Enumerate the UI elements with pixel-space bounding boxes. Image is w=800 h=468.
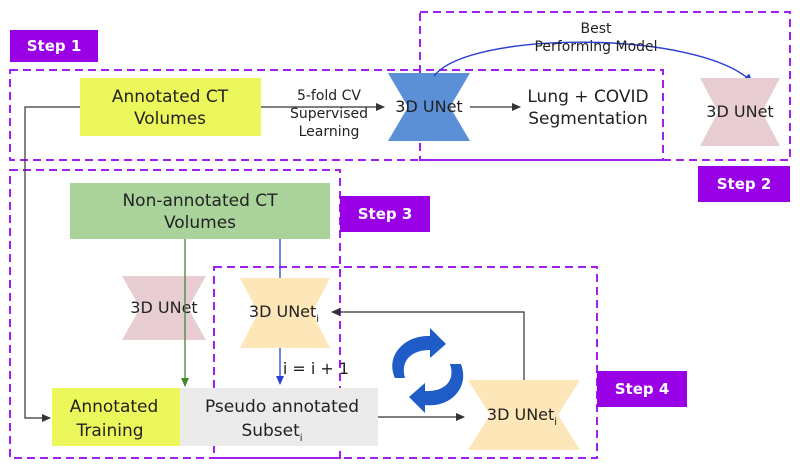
best-model-label: Best Performing Model: [534, 21, 657, 55]
svg-text:Step 4: Step 4: [615, 380, 670, 398]
svg-text:Step 1: Step 1: [27, 37, 82, 55]
svg-text:Learning: Learning: [299, 124, 360, 140]
svg-text:Volumes: Volumes: [164, 213, 236, 233]
training-edge-label: 5-fold CV Supervised Learning: [290, 88, 368, 140]
svg-text:Supervised: Supervised: [290, 106, 368, 122]
step2-badge: Step 2: [698, 166, 790, 202]
svg-text:Volumes: Volumes: [134, 109, 206, 129]
step3-badge: Step 3: [340, 196, 430, 232]
unet-i-bottom-shape: 3D UNeti: [468, 380, 580, 450]
lung-covid-segmentation-label: Lung + COVID Segmentation: [527, 87, 648, 129]
svg-text:Step 2: Step 2: [717, 175, 772, 193]
svg-text:3D UNet: 3D UNet: [395, 97, 462, 116]
svg-text:3D UNeti: 3D UNeti: [487, 405, 557, 428]
svg-text:Best: Best: [580, 21, 612, 37]
svg-text:Pseudo annotated: Pseudo annotated: [205, 397, 359, 417]
svg-text:3D UNet: 3D UNet: [130, 298, 197, 317]
non-annotated-ct-volumes-box: Non-annotated CT Volumes: [70, 183, 330, 239]
unet-best-shape: 3D UNet: [700, 78, 780, 146]
step1-badge: Step 1: [10, 30, 98, 62]
svg-text:Lung + COVID: Lung + COVID: [527, 87, 648, 107]
annotated-ct-volumes-box: Annotated CT Volumes: [80, 78, 261, 136]
svg-text:5-fold CV: 5-fold CV: [297, 88, 361, 104]
step4-badge: Step 4: [597, 371, 687, 407]
unet-main-shape: 3D UNet: [388, 73, 470, 141]
svg-text:Segmentation: Segmentation: [528, 109, 647, 129]
svg-text:Annotated: Annotated: [70, 397, 159, 417]
unet-i-top-shape: 3D UNeti: [240, 278, 330, 348]
svg-text:Performing Model: Performing Model: [534, 39, 657, 55]
cycle-arrows-icon: [392, 328, 464, 413]
svg-text:Step 3: Step 3: [358, 205, 413, 223]
pseudo-annotated-subset-box: Pseudo annotated Subseti: [180, 388, 378, 446]
svg-text:Subseti: Subseti: [241, 421, 302, 444]
svg-text:Annotated CT: Annotated CT: [112, 87, 229, 107]
increment-label: i = i + 1: [283, 359, 349, 378]
annotated-training-box: Annotated Training: [52, 388, 180, 446]
svg-text:Training: Training: [75, 421, 143, 441]
step1-region: [9, 69, 664, 161]
svg-text:3D UNet: 3D UNet: [706, 102, 773, 121]
svg-text:3D UNeti: 3D UNeti: [249, 302, 319, 325]
unet-mid-shape: 3D UNet: [122, 276, 206, 340]
arrow-annotated-to-training: [24, 106, 80, 422]
step3-region: [9, 169, 341, 459]
arrow-best-model: [433, 41, 753, 83]
svg-text:Non-annotated CT: Non-annotated CT: [122, 191, 278, 211]
arrow-feedback-loop: [331, 308, 525, 380]
